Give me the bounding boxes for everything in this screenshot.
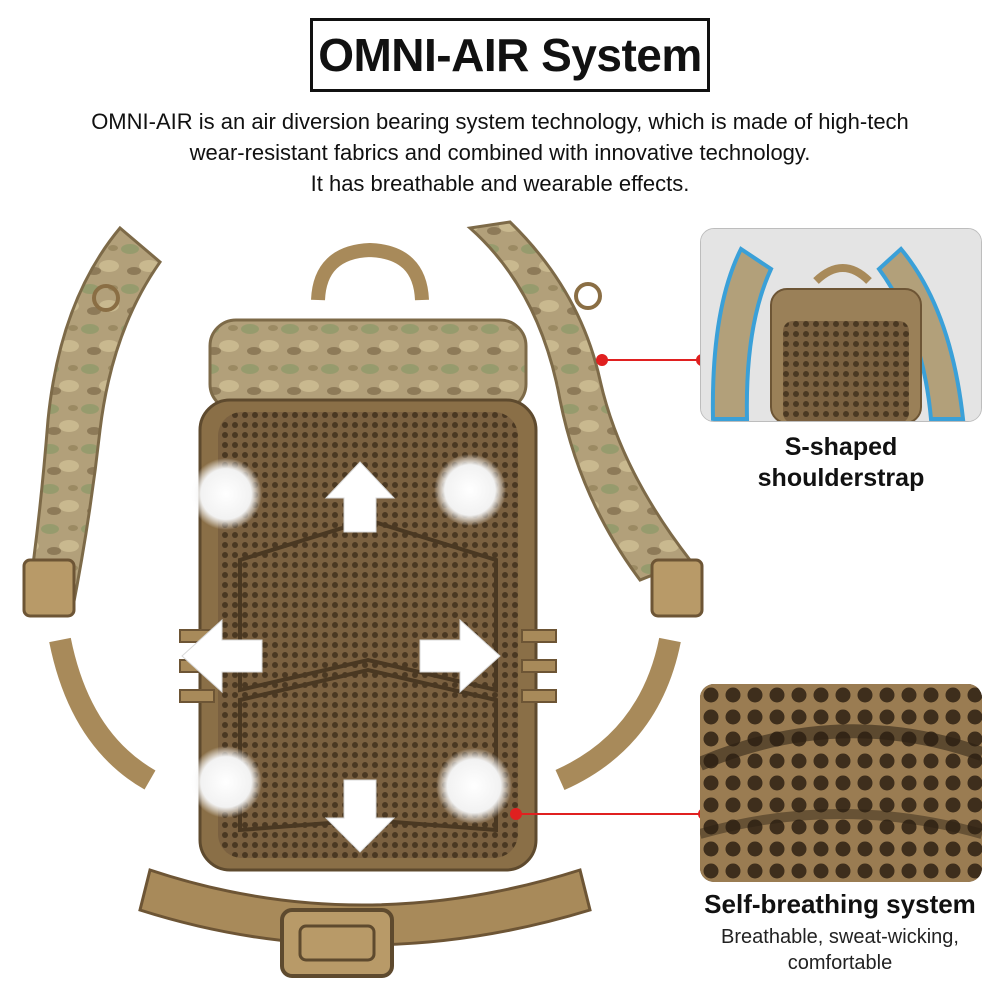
intro-line-1: OMNI-AIR is an air diversion bearing sys…	[91, 109, 909, 134]
pack-top-panel	[208, 318, 528, 412]
left-strap-buckle	[22, 558, 76, 618]
shoulderstrap-inset-image	[701, 229, 981, 421]
hip-belt	[138, 868, 592, 947]
arrow-left-icon	[181, 618, 263, 694]
breathing-subcaption-line-1: Breathable, sweat-wicking,	[721, 926, 959, 948]
shoulderstrap-caption-line-1: S-shaped	[784, 433, 898, 461]
left-shoulder-strap	[26, 225, 163, 614]
intro-paragraph: OMNI-AIR is an air diversion bearing sys…	[60, 106, 940, 199]
airflow-arrows	[181, 461, 501, 853]
arrow-down-icon	[324, 779, 396, 853]
intro-line-3: It has breathable and wearable effects.	[310, 171, 690, 196]
arrow-right-icon	[419, 618, 501, 694]
breathing-subcaption: Breathable, sweat-wicking, comfortable	[690, 924, 990, 976]
intro-line-2: wear-resistant fabrics and combined with…	[189, 140, 811, 165]
title-box: OMNI-AIR System	[310, 18, 710, 92]
right-strap-buckle	[650, 558, 704, 618]
breathing-caption: Self-breathing system	[704, 889, 976, 919]
breathing-subcaption-line-2: comfortable	[787, 952, 893, 974]
shoulderstrap-inset	[700, 228, 982, 422]
airflow-puffs	[190, 454, 512, 824]
shoulderstrap-caption-line-2: shoulderstrap	[757, 464, 925, 492]
page-title: OMNI-AIR System	[318, 29, 702, 81]
lower-back-pad	[238, 667, 498, 833]
shoulderstrap-caption: S-shaped shoulderstrap	[700, 432, 982, 494]
mesh-closeup-image	[700, 684, 982, 882]
arrow-up-icon	[324, 461, 396, 533]
mesh-closeup-inset	[700, 684, 982, 882]
